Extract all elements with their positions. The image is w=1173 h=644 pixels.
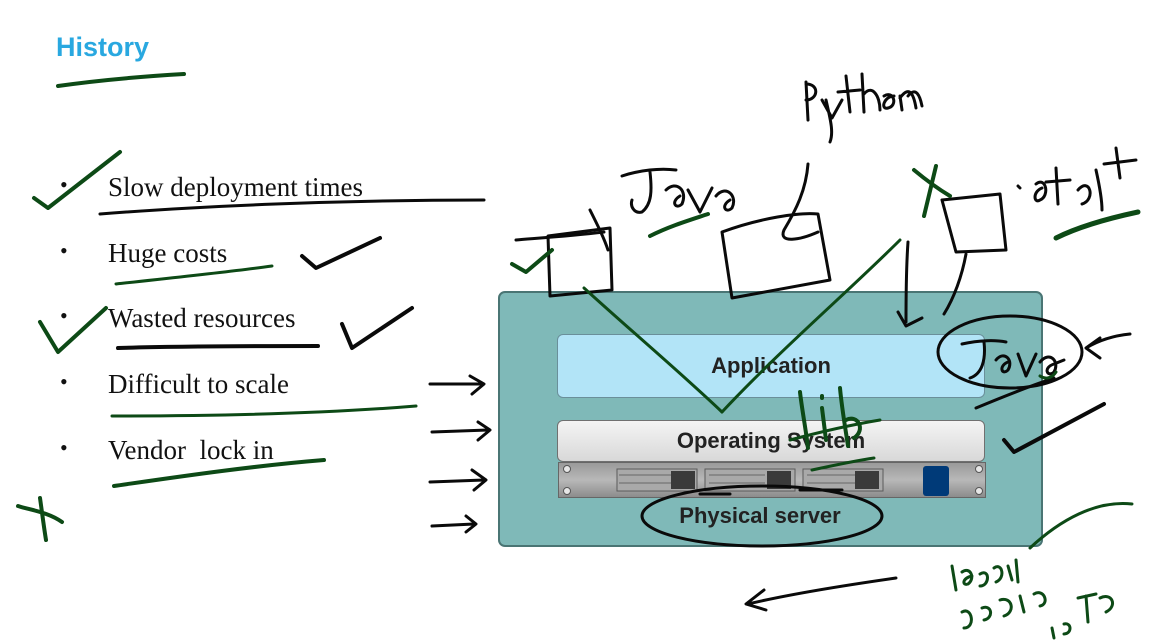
- bullet-label: Difficult to scale: [108, 369, 289, 399]
- server-rack-hardware: [558, 462, 986, 498]
- operating-system-layer: Operating System: [557, 420, 985, 462]
- rack-detail-graphic: [563, 465, 983, 496]
- handwriting-python: [804, 72, 924, 144]
- bullet-dot: •: [60, 369, 68, 394]
- bullet-dot: •: [60, 435, 68, 460]
- application-layer: Application: [557, 334, 985, 398]
- etc-underline-green: [1053, 209, 1141, 241]
- x-mark-left: [16, 496, 64, 542]
- java-right-arrow: [1084, 332, 1132, 360]
- python-connector: [781, 162, 820, 241]
- underline-difficult-to-scale: [110, 404, 418, 418]
- app-box-right: [940, 192, 1008, 254]
- slide-title: History: [56, 32, 150, 62]
- app-box-left: [546, 226, 614, 298]
- left-box-x-mark: [514, 208, 610, 252]
- arrow-1: [428, 374, 486, 396]
- check-mark-huge-costs: [300, 236, 382, 270]
- physical-server-label: Physical server: [679, 503, 841, 528]
- arrow-4: [430, 514, 478, 534]
- java-underline-green: [648, 212, 710, 238]
- x-mark-top-right: [912, 164, 952, 218]
- arrow-2: [430, 420, 492, 442]
- bullet-dot: •: [60, 303, 68, 328]
- bullet-dot: •: [60, 172, 68, 197]
- bullet-label: Wasted resources: [108, 303, 296, 333]
- handwriting-java-top: [620, 167, 735, 214]
- check-mark-wasted-black: [340, 306, 414, 350]
- arrow-bottom: [744, 576, 898, 612]
- arrow-3: [428, 468, 488, 492]
- check-mark-left-box: [510, 248, 554, 274]
- underline-wasted-resources: [116, 344, 320, 350]
- bullet-label: Slow deployment times: [108, 172, 363, 202]
- title-underline-mark: [56, 72, 186, 88]
- bullet-label: Huge costs: [108, 238, 228, 268]
- app-box-middle: [720, 212, 832, 300]
- bullet-dot: •: [60, 238, 68, 263]
- handwriting-etc: [1016, 146, 1138, 212]
- bullet-label: Vendor lock in: [108, 435, 274, 465]
